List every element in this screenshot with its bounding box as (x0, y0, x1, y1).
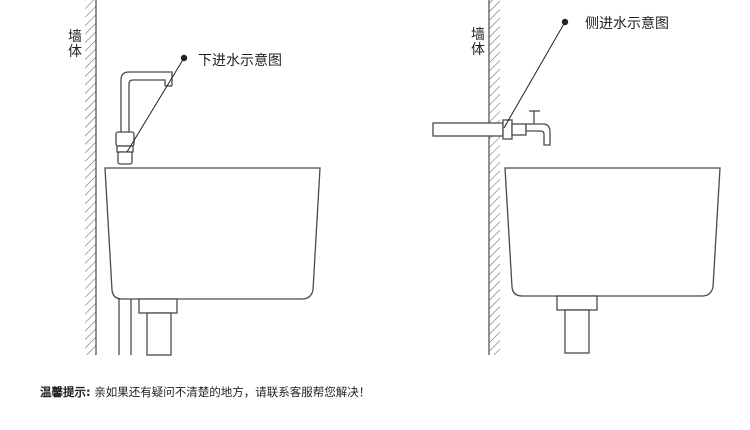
tip-label: 温馨提示: (40, 385, 91, 399)
right-wall (488, 0, 500, 355)
left-wall-label-char-2: 体 (68, 44, 82, 60)
right-callout-label: 侧进水示意图 (585, 16, 669, 32)
right-callout-leader (503, 18, 569, 129)
right-basin (504, 167, 721, 297)
left-wall-label: 墙 体 (67, 30, 83, 60)
right-wall-label-char-1: 墙 (471, 27, 485, 43)
left-wall-label-char-1: 墙 (68, 29, 82, 45)
tip-text: 亲如果还有疑问不清楚的地方，请联系客服帮您解决！ (90, 385, 371, 399)
left-callout-leader (126, 54, 188, 153)
right-panel (432, 0, 721, 355)
right-drain (556, 295, 598, 354)
right-wall-label: 墙 体 (470, 28, 486, 58)
left-drain (138, 298, 178, 356)
left-basin (104, 167, 321, 300)
right-inlet-pipe (432, 110, 551, 146)
left-panel (85, 0, 321, 356)
left-wall (85, 0, 97, 355)
right-wall-label-char-2: 体 (471, 42, 485, 58)
left-callout-label: 下进水示意图 (198, 53, 282, 69)
tip-note: 温馨提示: 亲如果还有疑问不清楚的地方，请联系客服帮您解决！ (40, 384, 370, 400)
